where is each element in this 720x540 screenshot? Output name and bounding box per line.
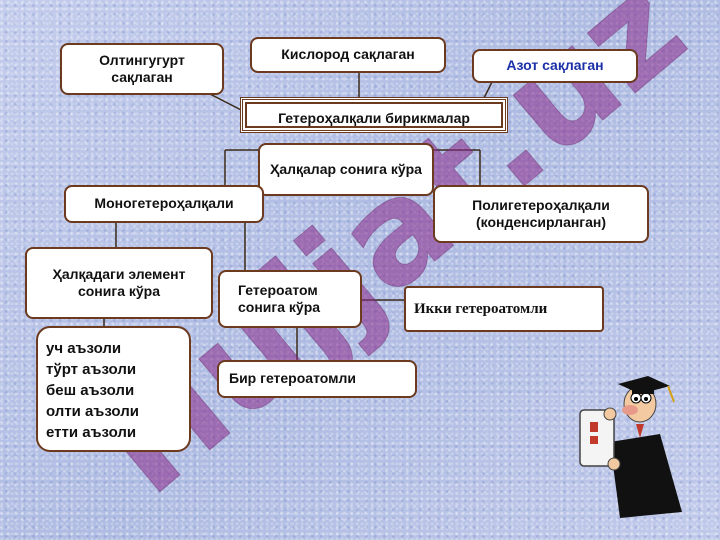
nitrogen-box: Азот сақлаган xyxy=(472,49,638,83)
oxygen-label: Кислород сақлаган xyxy=(281,46,415,63)
two-heteroatom-label: Икки гетероатомли xyxy=(414,300,548,317)
nitrogen-label: Азот сақлаган xyxy=(506,57,604,74)
ring-size-item: уч аъзоли xyxy=(46,340,122,357)
ring-elements-label: Ҳалқадаги элемент сонига кўра xyxy=(52,265,186,300)
mono-box: Моногетероҳалқали xyxy=(64,185,264,223)
ring-size-item: етти аъзоли xyxy=(46,424,137,441)
ring-elements-box: Ҳалқадаги элемент сонига кўра xyxy=(25,247,213,319)
heterocyclic-compounds-label: Гетероҳалқали бирикмалар xyxy=(278,110,470,126)
heteroatom-count-label: Гетероатом сонига кўра xyxy=(238,281,321,316)
ring-size-item: олти аъзоли xyxy=(46,403,139,420)
one-heteroatom-box: Бир гетероатомли xyxy=(217,360,417,398)
sulfur-label: Олтингугурт сақлаган xyxy=(99,51,185,86)
ring-size-item: беш аъзоли xyxy=(46,382,135,399)
sulfur-box: Олтингугурт сақлаган xyxy=(60,43,224,95)
poly-box: Полигетероҳалқали (конденсирланган) xyxy=(433,185,649,243)
oxygen-box: Кислород сақлаган xyxy=(250,37,446,73)
ring-size-list-box: уч аъзоли тўрт аъзоли беш аъзоли олти аъ… xyxy=(36,326,191,452)
professor-mascot-icon xyxy=(579,376,682,518)
two-heteroatom-box: Икки гетероатомли xyxy=(404,286,604,332)
poly-label: Полигетероҳалқали (конденсирланган) xyxy=(472,196,610,231)
one-heteroatom-label: Бир гетероатомли xyxy=(229,370,356,387)
ring-size-item: тўрт аъзоли xyxy=(46,361,137,378)
heteroatom-count-box: Гетероатом сонига кўра xyxy=(218,270,362,328)
mono-label: Моногетероҳалқали xyxy=(94,195,234,212)
heterocyclic-compounds-box: Гетероҳалқали бирикмалар xyxy=(240,97,508,133)
ring-count-label: Ҳалқалар сонига кўра xyxy=(270,160,422,177)
ring-count-box: Ҳалқалар сонига кўра xyxy=(258,143,434,196)
